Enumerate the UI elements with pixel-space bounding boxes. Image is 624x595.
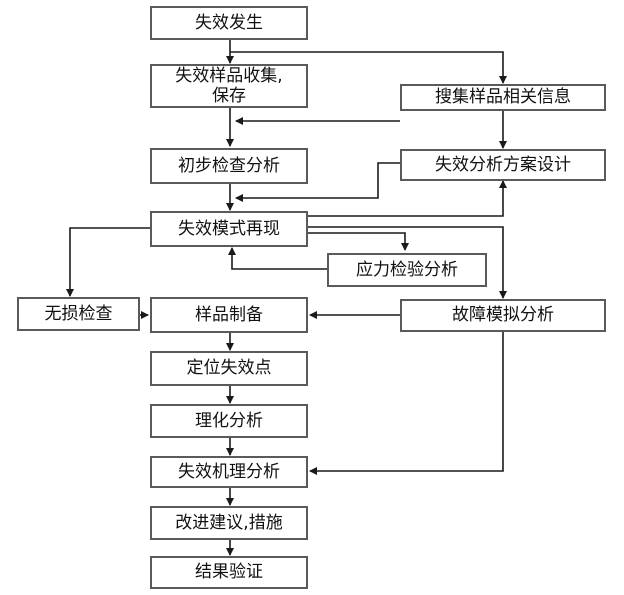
node-collect-info: 搜集样品相关信息 [400, 84, 606, 111]
node-stress-test: 应力检验分析 [327, 253, 487, 287]
edge-mode-to-stress [308, 232, 409, 251]
node-locate-point: 定位失效点 [150, 351, 308, 386]
node-plan-design: 失效分析方案设计 [400, 149, 606, 181]
node-sample-collect: 失效样品收集, 保存 [150, 64, 308, 108]
node-mode-reproduce: 失效模式再现 [150, 211, 308, 247]
node-mechanism: 失效机理分析 [150, 456, 308, 488]
node-improve: 改进建议,措施 [150, 506, 308, 540]
edge-fault-to-mech [309, 332, 504, 475]
edge-stress-to-mode [228, 247, 327, 270]
edge-plan-to-mode [235, 162, 400, 202]
node-sample-prep: 样品制备 [150, 297, 308, 333]
node-preliminary: 初步检查分析 [150, 148, 308, 184]
edge-mode-to-plan [308, 180, 507, 217]
node-failure-occurs: 失效发生 [150, 6, 308, 40]
node-phys-chem: 理化分析 [150, 404, 308, 438]
edge-occur-to-info [230, 51, 507, 84]
node-verify: 结果验证 [150, 556, 308, 589]
edge-mode-to-nondestr [66, 227, 150, 297]
node-nondestructive: 无损检查 [17, 297, 140, 331]
node-fault-sim: 故障模拟分析 [400, 299, 606, 332]
edge-mode-to-fault [308, 226, 507, 299]
